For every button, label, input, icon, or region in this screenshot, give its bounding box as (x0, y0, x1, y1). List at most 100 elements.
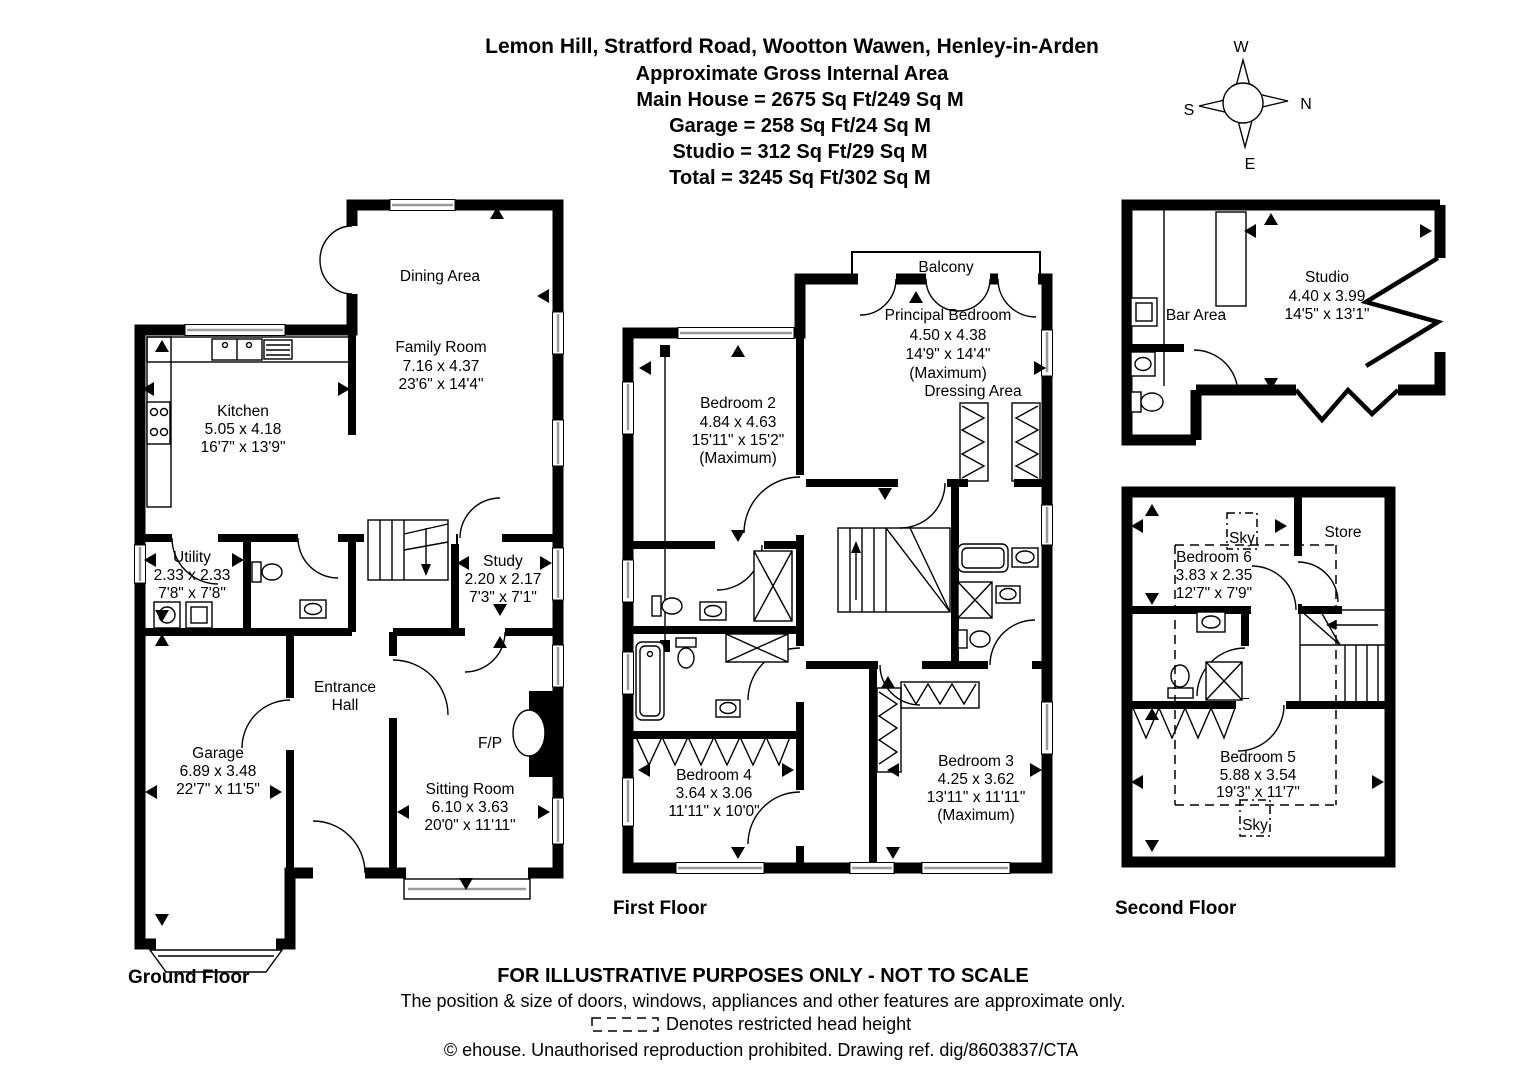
restricted-head-height-outline (1174, 544, 1337, 806)
compass-rose-icon: W N E S (1184, 39, 1312, 173)
room-label-entrance-1: Entrance (314, 679, 376, 696)
room-label-study: Study (483, 553, 523, 570)
room-dim-bedroom6-i: 12'7" x 7'9" (1176, 585, 1252, 602)
room-dim-study-m: 2.20 x 2.17 (465, 571, 542, 588)
floor-label-ground: Ground Floor (128, 967, 250, 988)
garage-door (148, 949, 284, 973)
room-label-dining: Dining Area (400, 268, 481, 285)
room-label-bedroom3: Bedroom 3 (938, 753, 1014, 770)
studio-wc-fixtures (1130, 351, 1164, 413)
room-label-garage: Garage (192, 745, 244, 762)
room-dim-bedroom3-i: 13'11" x 11'11" (927, 789, 1026, 806)
room-label-bedroom4: Bedroom 4 (676, 767, 752, 784)
room-dim-family-i: 23'6" x 14'4" (398, 376, 483, 393)
room-dim-study-i: 7'3" x 7'1" (469, 589, 537, 606)
room-dim-bedroom5-m: 5.88 x 3.54 (1220, 767, 1297, 784)
room-label-bedroom6: Bedroom 6 (1176, 549, 1252, 566)
room-dim-sitting-m: 6.10 x 3.63 (432, 799, 509, 816)
studio-outer-wall (1121, 199, 1446, 446)
restricted-head-height-legend-icon (591, 1017, 659, 1032)
room-label-store: Store (1324, 524, 1361, 541)
first-windows (622, 327, 1053, 874)
second-wardrobes (1132, 706, 1236, 740)
room-dim-bedroom5-i: 19'3" x 11'7" (1216, 784, 1300, 801)
first-bath-fixtures (635, 543, 1039, 721)
fireplace (512, 691, 558, 777)
floor-label-first: First Floor (613, 898, 708, 919)
first-door-openings (715, 273, 1038, 846)
second-door-arcs (1196, 561, 1339, 752)
title-studio: Studio = 312 Sq Ft/29 Sq M (672, 141, 927, 163)
room-note-bedroom3: (Maximum) (937, 807, 1015, 824)
second-floor-plan: Sky Store Bedroom 6 3.83 x 2.35 12'7" x … (1115, 486, 1396, 919)
second-outer-wall (1121, 486, 1396, 868)
room-dim-sitting-i: 20'0" x 11'11" (424, 817, 515, 834)
second-direction-markers (1131, 504, 1384, 852)
room-dim-garage-m: 6.89 x 3.48 (180, 763, 257, 780)
skylights (1226, 512, 1271, 837)
compass-west: W (1233, 39, 1249, 56)
room-dim-utility-i: 7'8" x 7'8" (158, 585, 226, 602)
footer-legend: Denotes restricted head height (666, 1014, 911, 1034)
room-dim-studio-i: 14'5" x 13'1" (1284, 306, 1369, 323)
room-label-bedroom2: Bedroom 2 (700, 395, 776, 412)
room-dim-studio-m: 4.40 x 3.99 (1289, 288, 1366, 305)
utility-appliances (153, 601, 213, 629)
room-dim-family-m: 7.16 x 4.37 (403, 358, 480, 375)
ground-door-arcs (171, 225, 506, 874)
room-label-kitchen: Kitchen (217, 403, 269, 420)
footer-approximate: The position & size of doors, windows, a… (400, 991, 1125, 1011)
ground-door-openings (156, 226, 528, 950)
room-dim-principal-i: 14'9" x 14'4" (905, 346, 990, 363)
ground-direction-markers (142, 207, 552, 926)
room-label-dressing: Dressing Area (924, 383, 1022, 400)
compass-north: N (1300, 96, 1312, 113)
floor-label-second: Second Floor (1115, 898, 1237, 919)
title-block: Lemon Hill, Stratford Road, Wootton Wawe… (485, 35, 1099, 189)
room-dim-kitchen-i: 16'7" x 13'9" (200, 439, 285, 456)
room-label-utility: Utility (173, 549, 211, 566)
room-dim-bedroom4-i: 11'11" x 10'0" (668, 803, 759, 820)
studio-direction-markers (1244, 213, 1432, 390)
room-label-entrance-2: Hall (332, 697, 359, 714)
skylight-label-top: Sky (1229, 530, 1255, 547)
compass-east: E (1245, 156, 1256, 173)
footer-copyright: © ehouse. Unauthorised reproduction proh… (444, 1040, 1078, 1060)
room-dim-bedroom2-i: 15'11" x 15'2" (692, 432, 784, 449)
hob-icon (146, 401, 171, 445)
first-direction-markers (638, 291, 1046, 859)
room-note-principal: (Maximum) (909, 365, 987, 382)
title-total: Total = 3245 Sq Ft/302 Sq M (669, 167, 930, 189)
room-label-sitting: Sitting Room (426, 781, 515, 798)
ground-wc-fixtures (251, 561, 327, 619)
room-dim-kitchen-m: 5.05 x 4.18 (205, 421, 282, 438)
first-floor-plan: Balcony Principal Bedroom 4.50 x 4.38 14… (613, 251, 1053, 919)
bar-counter (1130, 210, 1247, 386)
second-bath-fixtures (1167, 611, 1243, 701)
first-stairs (837, 527, 951, 613)
kitchen-sink (211, 338, 293, 361)
room-dim-garage-i: 22'7" x 11'5" (176, 781, 260, 798)
ground-stairs (367, 519, 449, 581)
skylight-label-bottom: Sky (1242, 817, 1268, 834)
first-door-arcs (716, 278, 1037, 845)
footer-disclaimer: FOR ILLUSTRATIVE PURPOSES ONLY - NOT TO … (497, 965, 1029, 987)
studio-plan: Bar Area Studio 4.40 x 3.99 14'5" x 13'1… (1121, 199, 1446, 446)
room-label-bar-area: Bar Area (1166, 307, 1227, 324)
room-dim-principal-m: 4.50 x 4.38 (910, 327, 987, 344)
room-note-bedroom2: (Maximum) (699, 450, 777, 467)
ground-floor-plan: Dining Area Family Room 7.16 x 4.37 23'6… (128, 199, 564, 988)
title-subtitle: Approximate Gross Internal Area (636, 63, 950, 85)
room-label-studio: Studio (1305, 269, 1349, 286)
title-address: Lemon Hill, Stratford Road, Wootton Wawe… (485, 35, 1099, 58)
room-dim-bedroom2-m: 4.84 x 4.63 (700, 414, 777, 431)
second-stairs (1299, 609, 1389, 706)
room-dim-utility-m: 2.33 x 2.33 (154, 567, 231, 584)
room-label-principal: Principal Bedroom (885, 307, 1012, 324)
room-label-balcony: Balcony (918, 259, 973, 276)
room-label-fireplace: F/P (478, 735, 502, 752)
room-dim-bedroom3-m: 4.25 x 3.62 (938, 771, 1015, 788)
ground-windows (134, 199, 564, 845)
